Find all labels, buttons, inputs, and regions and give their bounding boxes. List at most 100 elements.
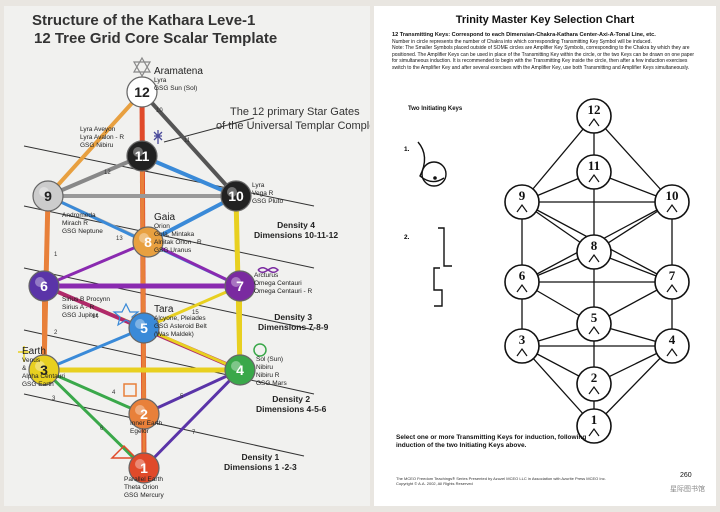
edge-3-1 — [42, 368, 146, 470]
edge-number: 13 — [116, 236, 123, 242]
node-label-line: Sol (Sun) — [256, 356, 284, 363]
edge-5-4 — [143, 326, 241, 372]
key-symbol-icon — [588, 325, 600, 335]
node-label-line: Vega R — [252, 190, 274, 197]
circle-number: 5 — [591, 310, 598, 325]
edge-4-1 — [142, 368, 242, 470]
edge-5-3 — [43, 326, 145, 372]
select-instructions: Select one or more Transmitting Keys for… — [396, 434, 587, 449]
node-label-line: Venus — [22, 357, 41, 364]
initiating-key-1-label: 1. — [404, 146, 410, 153]
node-label-line: Theta Orion — [124, 484, 159, 491]
node-label-line: Gola, Mintaka — [154, 231, 195, 238]
circle-number: 6 — [519, 268, 526, 283]
initiating-key-2-symbol — [433, 227, 452, 307]
page-number: 260 — [680, 472, 692, 479]
key-symbol-icon — [588, 253, 600, 263]
density-dimensions: Dimensions 1 -2-3 — [224, 462, 297, 472]
node-label-line: GSG Asteroid Belt — [154, 323, 207, 330]
node-label-line: Nibiru R — [256, 372, 280, 379]
node-number: 10 — [228, 188, 244, 204]
tree-circle-12: 12 — [576, 98, 612, 134]
scalar-arrow-4 — [23, 329, 315, 395]
tree-circle-4: 4 — [654, 328, 690, 364]
key-symbol-icon — [666, 283, 678, 293]
tree-edge-3-1 — [521, 345, 595, 427]
circle-number: 11 — [588, 158, 600, 173]
scalar-arrow-5 — [23, 393, 305, 457]
tree-circle-5: 5 — [576, 306, 612, 342]
cross-icon — [18, 346, 30, 362]
edge-number: 2 — [54, 330, 58, 336]
circle-number: 2 — [591, 370, 598, 385]
node-label-line: Alpha Centauri — [22, 373, 65, 380]
footer-line1: The MCEO Freedom Teachings® Series Prese… — [396, 476, 606, 481]
kathara-grid-panel: Structure of the Kathara Leve-1 12 Tree … — [4, 6, 370, 506]
key-symbol-icon — [588, 173, 600, 183]
node-label-line: (Was Maldek) — [154, 331, 194, 338]
node-number: 6 — [40, 278, 48, 294]
node-number: 7 — [236, 278, 244, 294]
desc-heading: 12 Transmitting Keys: Correspond to each… — [392, 32, 656, 38]
circle-number: 7 — [669, 268, 676, 283]
node-11: 11 — [126, 140, 158, 172]
key-symbol-icon — [516, 283, 528, 293]
edge-number: 7 — [192, 430, 196, 436]
watermark: 星际图书馆 — [670, 486, 705, 493]
node-label-line: Lyra Avalon - R — [80, 134, 125, 141]
node-label-line: Omega Centauri - R — [254, 288, 313, 295]
node-label-line: Aramatena — [154, 66, 203, 77]
tree-edge-12-10 — [593, 115, 673, 203]
key-symbol-icon — [588, 385, 600, 395]
sun-icon — [253, 343, 267, 357]
node-label-line: Arcturus — [254, 272, 279, 279]
node-label-line: GSG Mars — [256, 380, 287, 387]
node-number: 8 — [144, 234, 152, 250]
master-key-chart-panel: Trinity Master Key Selection Chart 12 Tr… — [374, 6, 716, 506]
tree-circle-11: 11 — [576, 154, 612, 190]
node-number: 11 — [135, 148, 150, 164]
node-label-line: Earth — [22, 346, 46, 357]
node-label-line: Alnitak Orion - R — [154, 239, 202, 246]
density-name: Density 4 — [277, 220, 315, 230]
node-number: 9 — [44, 188, 52, 204]
node-label-line: GSG Neptune — [62, 228, 103, 235]
edge-number: 1 — [54, 252, 58, 258]
density-dimensions: Dimensions 10-11-12 — [254, 230, 339, 240]
star-icon — [112, 302, 140, 327]
node-label-line: GSG Pluto — [252, 198, 284, 205]
circle-number: 4 — [669, 332, 676, 347]
node-label-line: Tara — [154, 304, 174, 315]
edge-11-10 — [141, 154, 237, 198]
left-subtitle-line1: The 12 primary Star Gates — [230, 106, 360, 118]
node-8: 8 — [132, 226, 164, 258]
node-2: 2 — [128, 398, 160, 430]
chart-description: 12 Transmitting Keys: Correspond to each… — [392, 32, 698, 71]
node-label-line: Lyra — [252, 182, 265, 189]
density-name: Density 2 — [272, 394, 311, 404]
key-symbol-icon — [588, 427, 600, 437]
star-of-david-icon — [132, 56, 152, 78]
edge-number: 5 — [180, 394, 184, 400]
node-label-line: Egelor — [130, 428, 149, 435]
node-4: 4 — [224, 354, 256, 386]
node-label-line: GSG Jupiter — [62, 312, 98, 319]
circle-number: 9 — [519, 188, 526, 203]
edge-number: 14 — [92, 314, 99, 320]
tree-circle-7: 7 — [654, 264, 690, 300]
tree-circle-1: 1 — [576, 408, 612, 444]
two-initiating-keys-heading: Two Initiating Keys — [408, 106, 463, 112]
edge-12-10 — [140, 90, 238, 198]
edge-4-2 — [143, 368, 241, 416]
